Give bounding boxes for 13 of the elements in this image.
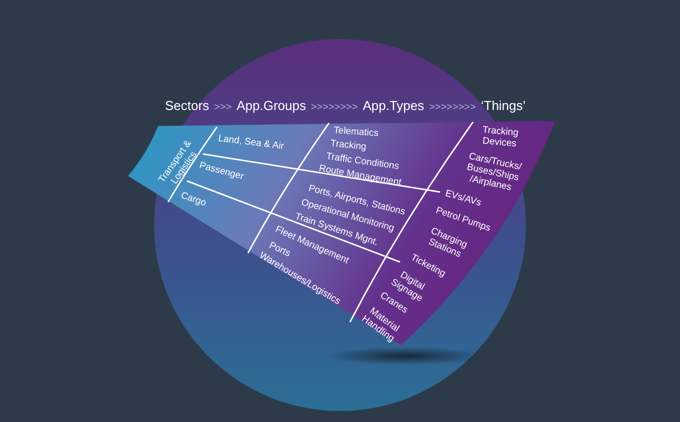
stage-heading: Sectors: [165, 97, 210, 115]
item-label: Cargo: [179, 190, 208, 209]
direction-arrows: >>>>>>>>: [429, 101, 476, 115]
stage-heading: App.Groups: [236, 97, 306, 115]
stage-heading: ‘Things’: [480, 97, 526, 115]
stage-heading: App.Types: [362, 97, 424, 115]
item-label: Tracking Devices: [480, 124, 520, 150]
item-label: Telematics: [333, 125, 379, 140]
direction-arrows: >>>>>>>>: [310, 101, 358, 115]
item-label: EVs/AVs: [444, 188, 482, 209]
item-label: Tracking: [330, 138, 367, 153]
direction-arrows: >>>: [214, 101, 232, 115]
item-label: Land, Sea & Air: [218, 133, 285, 152]
